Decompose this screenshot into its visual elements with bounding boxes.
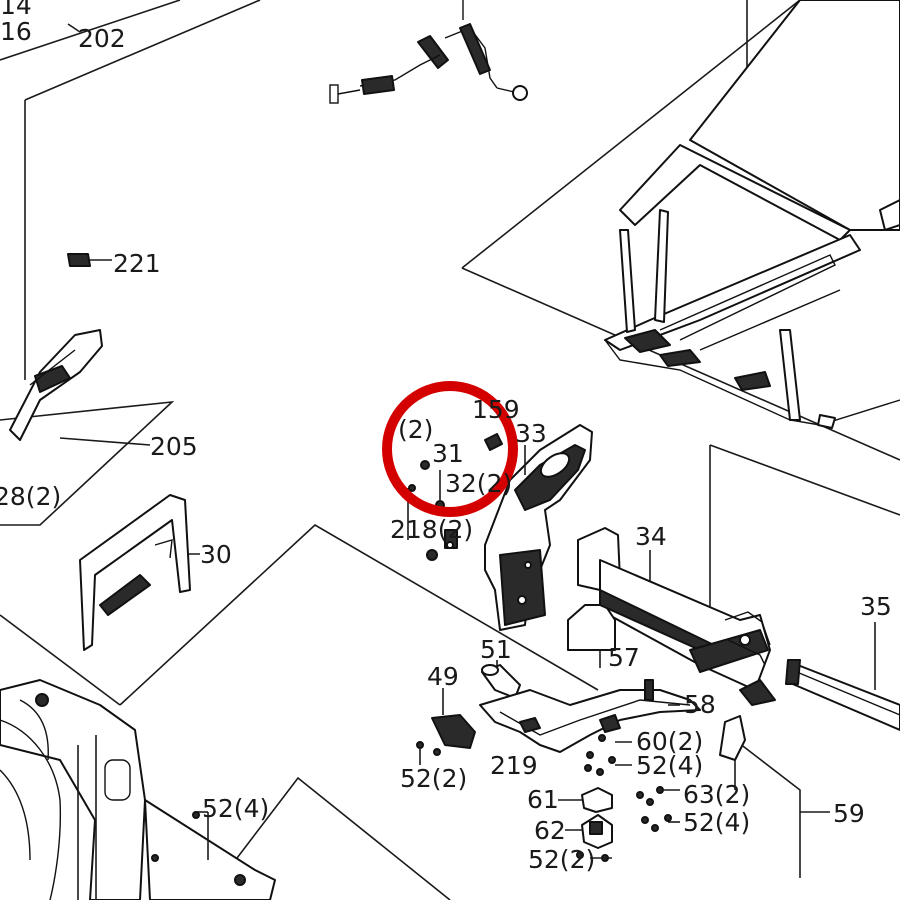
main-frame — [0, 679, 276, 900]
hopper-assembly — [604, 0, 900, 429]
callout-32: 32(2) — [445, 469, 512, 498]
part-221 — [67, 253, 91, 267]
highlight-circle — [382, 381, 518, 517]
plate-33 — [484, 424, 593, 631]
callout-30: 30 — [200, 540, 232, 569]
lower-fasteners — [416, 715, 830, 862]
callout-28: 28(2) — [0, 482, 61, 511]
leaders-top-left — [59, 23, 200, 555]
callout-52-2-b: 52(2) — [528, 845, 595, 874]
bracket-30 — [79, 494, 191, 651]
callout-2: (2) — [398, 415, 433, 444]
callout-31: 31 — [432, 439, 464, 468]
callout-61: 61 — [527, 785, 559, 814]
roller-35 — [785, 622, 900, 731]
callout-51: 51 — [480, 635, 512, 664]
handle-part — [9, 329, 103, 441]
callout-52-4-c: 52(4) — [202, 794, 269, 823]
callout-59: 59 — [833, 799, 865, 828]
callout-63: 63(2) — [683, 780, 750, 809]
callout-159: 159 — [472, 395, 520, 424]
callout-52-2-a: 52(2) — [400, 764, 467, 793]
callout-49: 49 — [427, 662, 459, 691]
callout-35: 35 — [860, 592, 892, 621]
callout-62: 62 — [534, 816, 566, 845]
callout-57: 57 — [608, 643, 640, 672]
callout-34: 34 — [635, 522, 667, 551]
callout-52-4-a: 52(4) — [636, 751, 703, 780]
callout-60: 60(2) — [636, 727, 703, 756]
callout-221: 221 — [113, 249, 161, 278]
callout-219: 219 — [490, 751, 538, 780]
callout-16: 16 — [0, 17, 32, 46]
leader-52-left — [151, 811, 209, 862]
callout-202: 202 — [78, 24, 126, 53]
callout-58: 58 — [684, 690, 716, 719]
part-34 — [567, 527, 776, 706]
fasteners-31-32-218 — [407, 433, 503, 561]
callout-218: 218(2) — [390, 515, 473, 544]
lever-assembly — [431, 650, 701, 753]
callout-labels: 14 16 202 221 205 28(2) 30 (2) 31 159 33… — [0, 0, 892, 874]
callout-52-4-b: 52(4) — [683, 808, 750, 837]
callout-33: 33 — [515, 419, 547, 448]
cable-assembly — [329, 0, 528, 104]
callout-205: 205 — [150, 432, 198, 461]
callout-14: 14 — [0, 0, 32, 20]
